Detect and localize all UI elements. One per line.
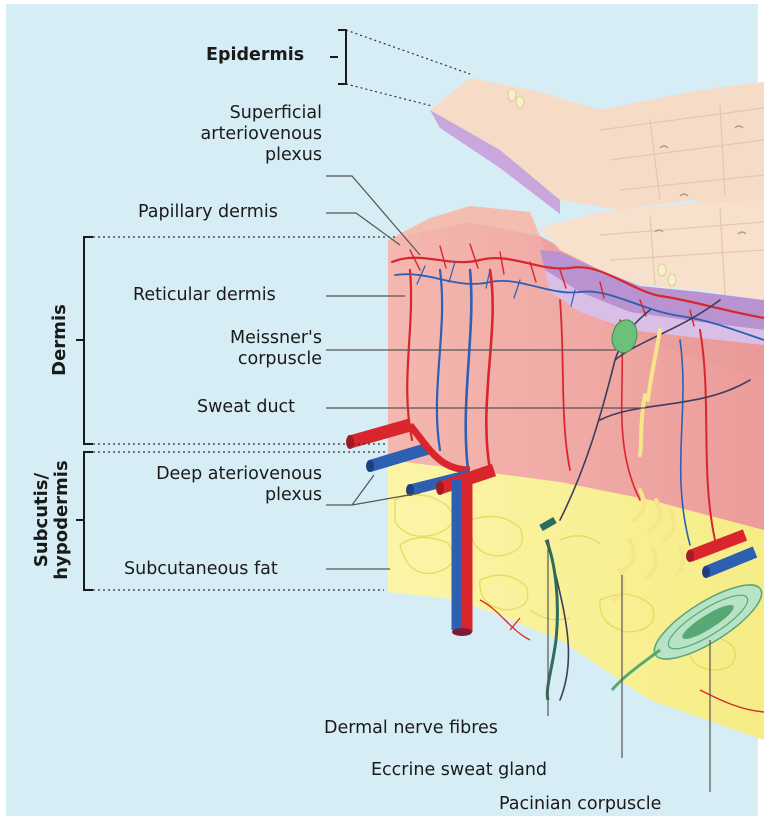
label-pacinian-corpuscle: Pacinian corpuscle <box>499 794 661 815</box>
label-epidermis: Epidermis <box>206 45 304 66</box>
region-label-dermis: Dermis <box>50 300 70 380</box>
label-reticular-dermis: Reticular dermis <box>133 285 276 306</box>
label-papillary-dermis: Papillary dermis <box>138 202 278 223</box>
region-label-subcutis: Subcutis/ hypodermis <box>32 460 72 580</box>
label-sweat-duct: Sweat duct <box>197 397 295 418</box>
label-deep-plexus: Deep ateriovenous plexus <box>130 464 322 506</box>
label-superficial-plexus: Superficial arteriovenous plexus <box>180 103 322 166</box>
label-subcutaneous-fat: Subcutaneous fat <box>124 559 278 580</box>
label-dermal-nerve-fibres: Dermal nerve fibres <box>324 718 498 739</box>
label-meissner-corpuscle: Meissner's corpuscle <box>180 328 322 370</box>
label-eccrine-sweat-gland: Eccrine sweat gland <box>371 760 547 781</box>
